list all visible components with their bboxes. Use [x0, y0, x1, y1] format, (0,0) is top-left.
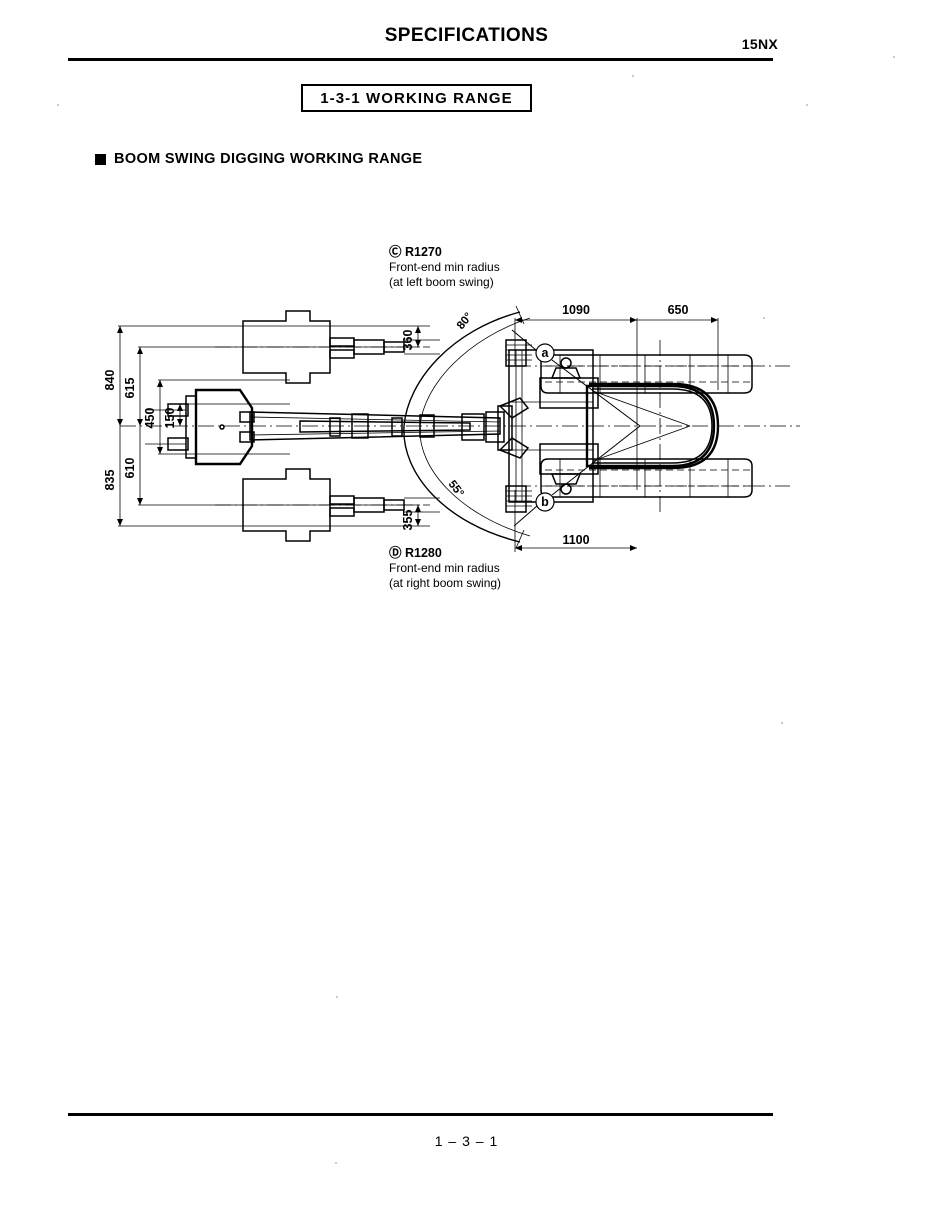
callout-a-line2: (at left boom swing) [389, 275, 494, 289]
callout-b-line1: Front-end min radius [389, 561, 500, 575]
dimension-label-615: 615 [123, 378, 137, 399]
dimension-615: 615 [123, 347, 143, 426]
track-assembly-lower [540, 458, 753, 498]
dimension-1090: 1090 [515, 303, 637, 323]
page-header: SPECIFICATIONS 15NX [0, 0, 933, 61]
dimension-1100: 1100 [515, 533, 637, 551]
dimension-label-610: 610 [123, 458, 137, 479]
swing-radius-arc [403, 311, 521, 543]
dimension-label-835: 835 [103, 470, 117, 491]
footer-divider [68, 1113, 773, 1116]
scan-speck [336, 996, 338, 998]
swing-radius-arc-inner [419, 317, 531, 537]
dimension-label-355: 355 [401, 510, 415, 531]
svg-text:b: b [541, 495, 549, 509]
dimension-label-450: 450 [143, 408, 157, 429]
bucket [145, 388, 255, 466]
dimension-label-360: 360 [401, 330, 415, 351]
working-range-drawing: .ol { fill:none; stroke:#000; stroke-wid… [0, 190, 933, 630]
callout-text-a: Ⓒ R1270 Front-end min radius (at left bo… [389, 244, 500, 289]
dimension-650: 650 [637, 303, 718, 323]
pivot-hatching-upper [505, 339, 532, 367]
callout-b-marker: Ⓓ R1280 [389, 545, 442, 560]
callout-a-marker: Ⓒ R1270 [389, 244, 442, 259]
subsection-label: BOOM SWING DIGGING WORKING RANGE [114, 151, 423, 167]
callout-b-line2: (at right boom swing) [389, 576, 501, 590]
dimension-label-1090: 1090 [562, 303, 590, 317]
callout-marker-b: b [513, 425, 641, 527]
callout-text-b: Ⓓ R1280 Front-end min radius (at right b… [389, 545, 501, 590]
section-title-label: 1-3-1 WORKING RANGE [320, 89, 513, 107]
scan-speck [893, 56, 895, 58]
swing-bracket [508, 349, 599, 503]
drawing-canvas: .ol { fill:none; stroke:#000; stroke-wid… [103, 244, 800, 590]
callout-a-line1: Front-end min radius [389, 260, 500, 274]
dimension-label-840: 840 [103, 370, 117, 391]
scan-speck [781, 722, 783, 724]
svg-text:a: a [542, 346, 550, 360]
dimension-835: 835 [103, 426, 123, 526]
subsection-heading: BOOM SWING DIGGING WORKING RANGE [95, 151, 422, 167]
boom-arm-assembly [249, 397, 530, 459]
scan-speck [806, 104, 808, 106]
dimension-355: 355 [401, 505, 421, 530]
filled-square-icon [95, 153, 106, 165]
scan-speck [57, 104, 59, 106]
scan-speck [632, 75, 634, 77]
dimension-label-1100: 1100 [562, 533, 589, 547]
dimension-150: 150 [163, 404, 183, 428]
dimension-360: 360 [401, 326, 421, 350]
header-divider [68, 58, 773, 61]
dimension-label-150: 150 [163, 408, 177, 429]
track-assembly-upper [540, 354, 753, 394]
angle-label-55: 55° [446, 478, 466, 499]
dimension-label-650: 650 [668, 303, 689, 317]
section-title-box: 1-3-1 WORKING RANGE [301, 84, 532, 112]
angle-label-80: 80° [455, 310, 475, 331]
dimension-610: 610 [123, 426, 143, 505]
page-number: 1 – 3 – 1 [434, 1133, 499, 1149]
dimension-450: 450 [143, 380, 290, 455]
callout-marker-a: a [511, 329, 641, 427]
dimension-840: 840 [103, 326, 123, 426]
page-title: SPECIFICATIONS [384, 25, 549, 46]
scan-speck [335, 1162, 337, 1164]
pivot-hatching-lower [505, 485, 532, 513]
model-code: 15NX [741, 36, 778, 52]
scan-speck [763, 317, 765, 319]
